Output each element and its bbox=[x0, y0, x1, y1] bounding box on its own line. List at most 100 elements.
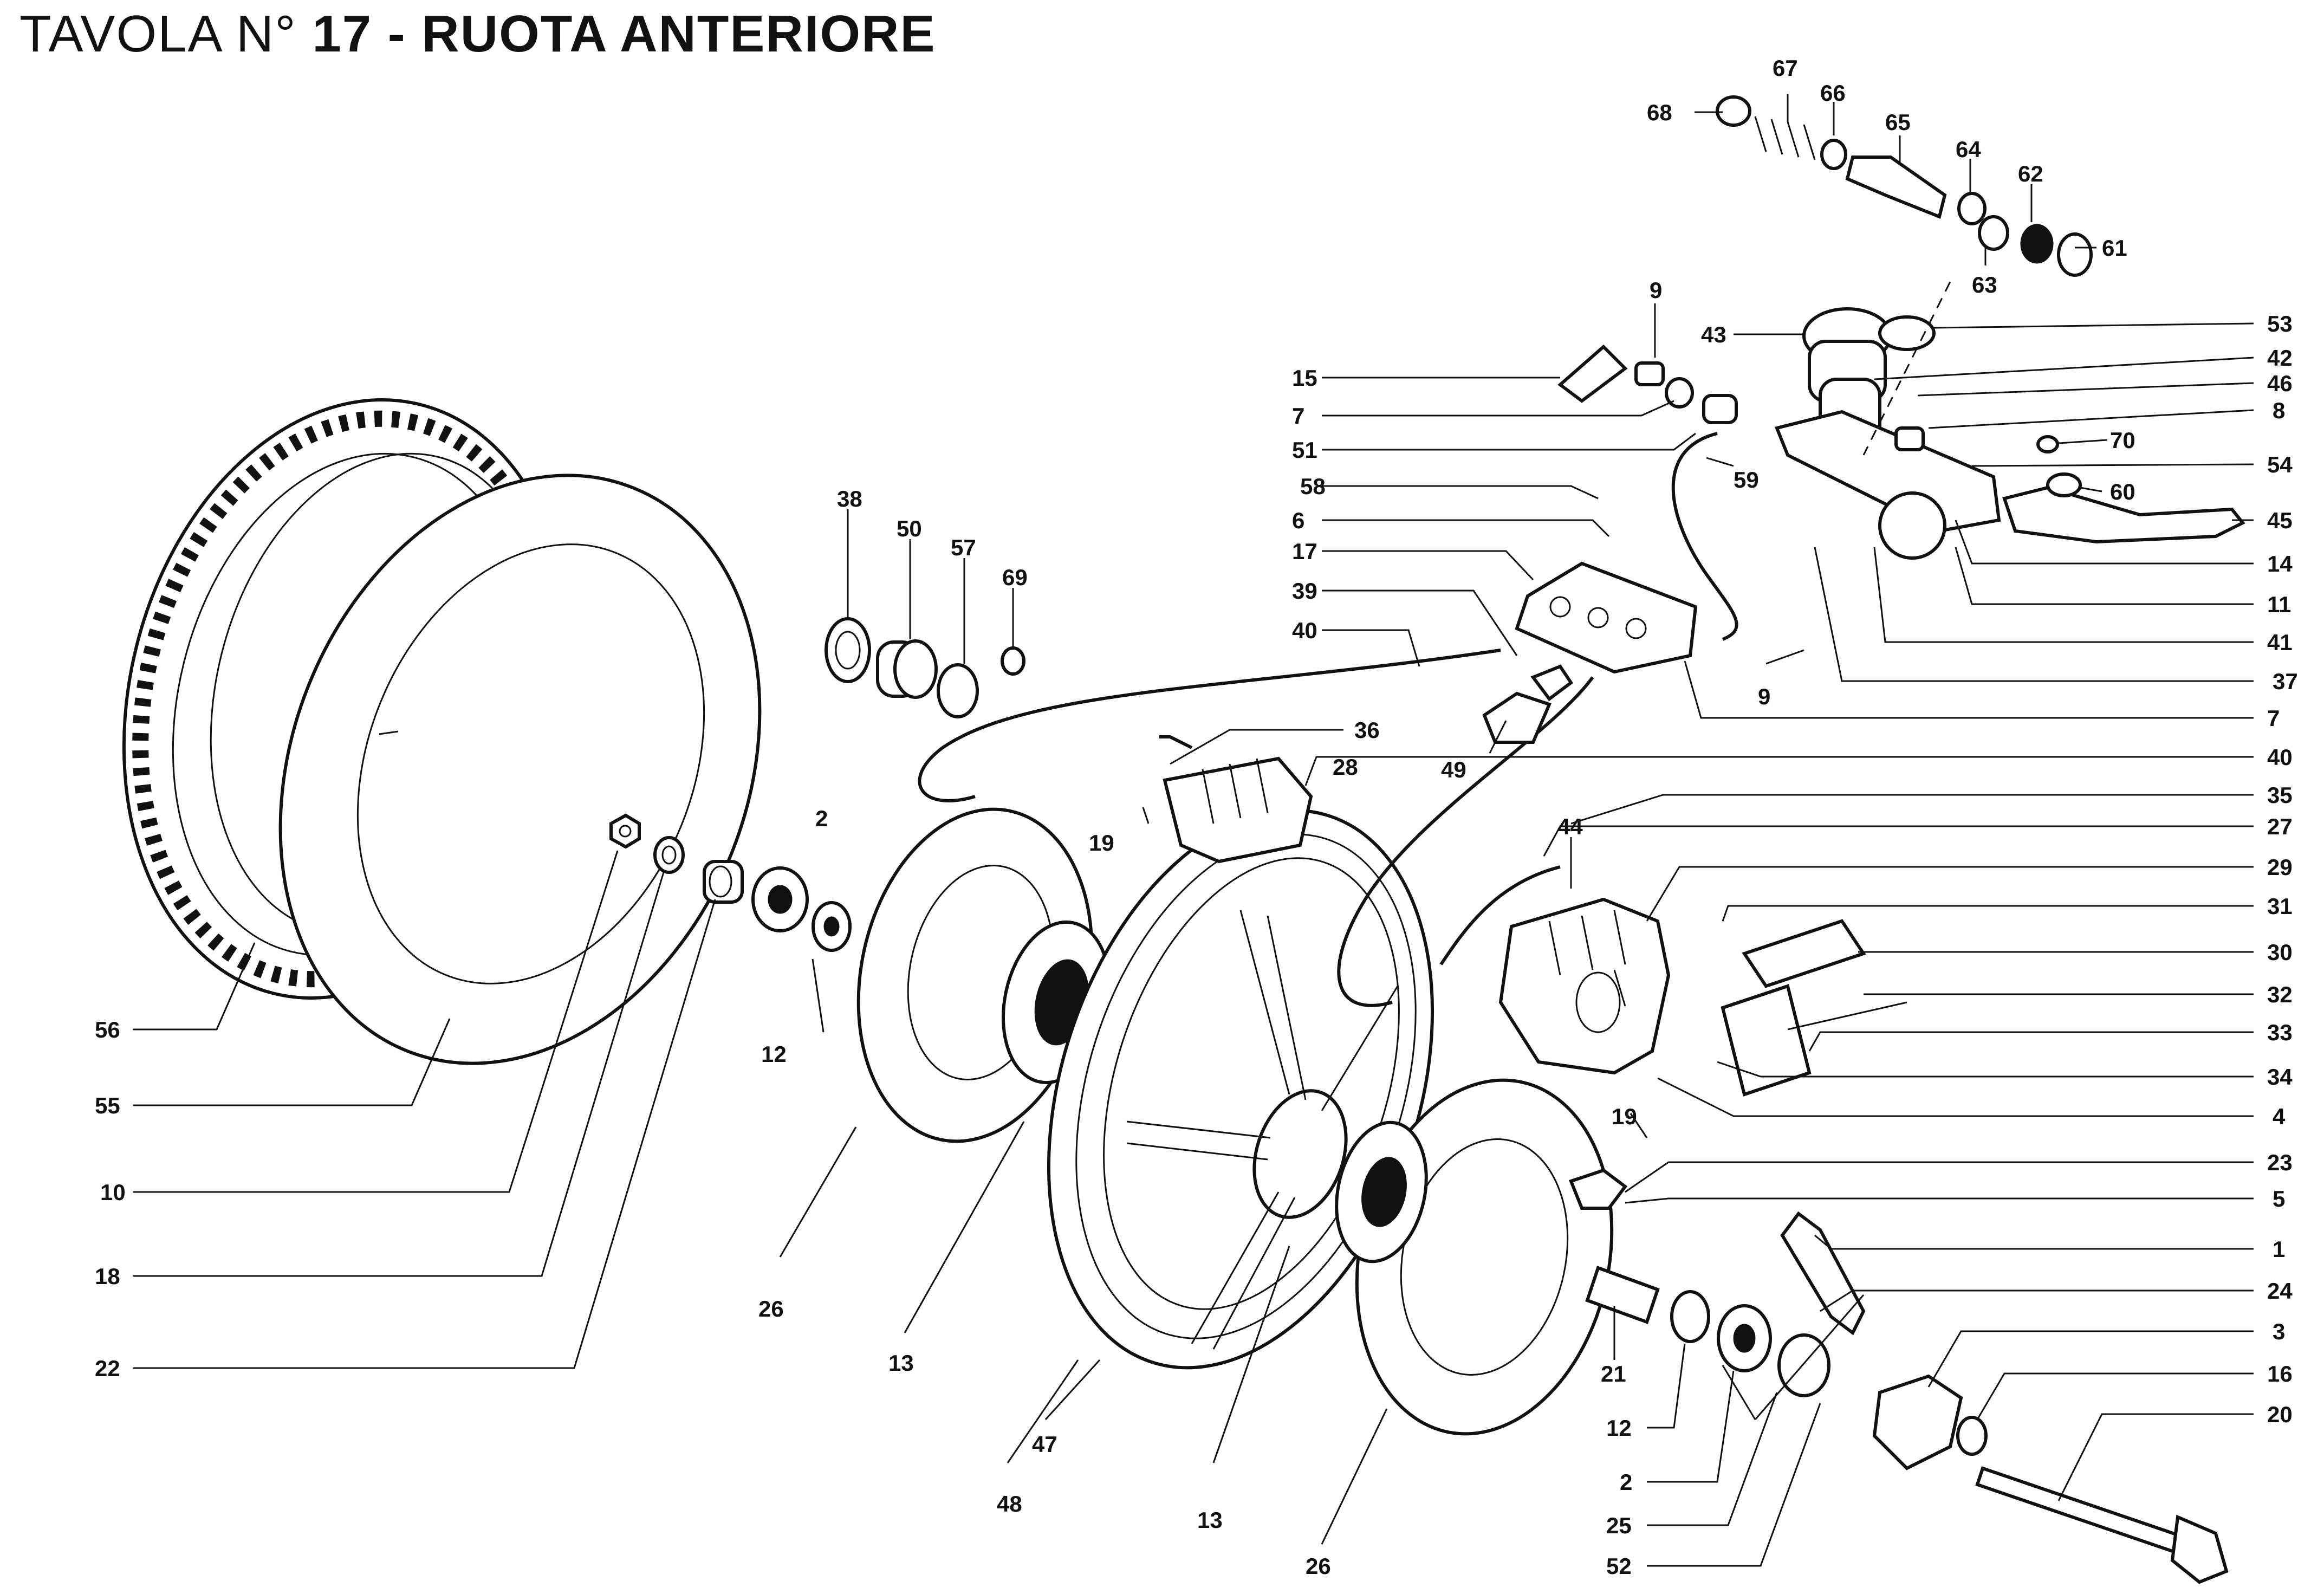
callout-43: 43 bbox=[1701, 322, 1726, 347]
callout-51: 15 bbox=[1292, 365, 1317, 391]
plate-name: RUOTA ANTERIORE bbox=[421, 5, 936, 63]
callout-labels: 68 67 66 65 64 62 63 61 9 43 53 42 46 8 … bbox=[95, 55, 2298, 1579]
plate-number: 17 bbox=[312, 5, 373, 63]
callout-15-left: 7 bbox=[1292, 403, 1304, 429]
callout-13-left: 13 bbox=[888, 1350, 914, 1376]
gasket-53 bbox=[1878, 315, 1936, 351]
callout-8: 8 bbox=[2273, 398, 2285, 423]
washer-18 bbox=[653, 836, 685, 874]
callout-16: 16 bbox=[2267, 1361, 2293, 1386]
spacer-21 bbox=[1585, 1266, 1660, 1324]
callout-2-right: 2 bbox=[1620, 1469, 1632, 1495]
callout-41: 41 bbox=[2267, 630, 2293, 655]
brake-caliper-27 bbox=[1498, 897, 1671, 1075]
callout-31: 31 bbox=[2267, 893, 2293, 919]
callout-32: 32 bbox=[2267, 982, 2293, 1007]
callout-69: 69 bbox=[1002, 565, 1028, 590]
callout-22: 22 bbox=[95, 1356, 120, 1381]
inner-tube-drawing bbox=[278, 474, 762, 1065]
wheel-spindle-20 bbox=[1975, 1466, 2229, 1584]
callout-24: 24 bbox=[2267, 1278, 2293, 1304]
title-separator: - bbox=[387, 5, 406, 63]
callout-19-left: 19 bbox=[1089, 830, 1114, 856]
callout-5: 5 bbox=[2273, 1186, 2285, 1211]
callout-48: 48 bbox=[997, 1491, 1022, 1517]
banjo-fitting-51 bbox=[1557, 344, 1738, 424]
callout-9-right: 9 bbox=[1758, 684, 1770, 709]
callout-25: 25 bbox=[1606, 1513, 1632, 1538]
callout-53: 53 bbox=[2267, 311, 2293, 336]
piston-assembly bbox=[1716, 95, 2093, 277]
callout-37-right: 40 bbox=[2267, 744, 2293, 770]
callout-40: 39 bbox=[1292, 578, 1317, 604]
spacer-12-right bbox=[1670, 1290, 1710, 1343]
bearing-50 bbox=[876, 639, 938, 699]
callout-46: 46 bbox=[2267, 371, 2293, 396]
spacer-12-left bbox=[812, 901, 852, 952]
callout-39: 17 bbox=[1292, 539, 1317, 564]
callout-17-top: 6 bbox=[1292, 508, 1304, 533]
callout-62: 62 bbox=[2018, 161, 2043, 186]
brake-pads-30 bbox=[1721, 919, 1907, 1097]
callout-68: 68 bbox=[1647, 100, 1672, 125]
axle-nut-10 bbox=[609, 813, 641, 849]
brake-disc-right bbox=[1335, 1078, 1614, 1436]
seal-38 bbox=[825, 617, 871, 683]
callout-55: 55 bbox=[95, 1093, 120, 1118]
callout-23: 23 bbox=[2267, 1150, 2293, 1175]
speedometer-drive bbox=[1780, 1211, 1866, 1336]
callout-54: 54 bbox=[2267, 452, 2293, 477]
callout-29: 29 bbox=[2267, 854, 2293, 880]
callout-65: 65 bbox=[1885, 109, 1911, 135]
callout-2-left: 2 bbox=[815, 806, 828, 831]
callout-42: 42 bbox=[2267, 345, 2293, 371]
callout-12-left: 12 bbox=[761, 1041, 787, 1067]
callout-61: 61 bbox=[2102, 235, 2127, 261]
callout-63: 63 bbox=[1972, 272, 1997, 297]
callout-15-right: 7 bbox=[2267, 705, 2280, 731]
o-ring-69 bbox=[1001, 646, 1025, 676]
callout-66: 66 bbox=[1820, 80, 1846, 106]
distributor-39 bbox=[1515, 561, 1698, 674]
callout-14: 14 bbox=[2267, 551, 2293, 576]
callout-64: 64 bbox=[1956, 137, 1981, 162]
callout-56: 56 bbox=[95, 1017, 120, 1042]
bearing-2-right bbox=[1717, 1304, 1772, 1372]
callout-26-center: 26 bbox=[1306, 1553, 1331, 1579]
callout-18: 18 bbox=[95, 1263, 120, 1289]
circlip-57 bbox=[937, 663, 979, 718]
callout-50: 50 bbox=[897, 516, 922, 541]
title-prefix: TAVOLA N° bbox=[20, 5, 297, 63]
callout-59: 51 bbox=[1292, 437, 1317, 463]
callout-67: 67 bbox=[1773, 55, 1798, 81]
callout-11: 11 bbox=[2267, 592, 2291, 617]
brake-pipes bbox=[918, 432, 1738, 1007]
callout-21: 21 bbox=[1601, 1361, 1626, 1386]
page-title: TAVOLA N° 17 - RUOTA ANTERIORE bbox=[20, 4, 936, 64]
callout-47: 47 bbox=[1032, 1431, 1057, 1457]
callout-27: 27 bbox=[2267, 814, 2293, 839]
callout-33: 33 bbox=[2267, 1020, 2293, 1045]
callout-37-left: 40 bbox=[1292, 618, 1317, 643]
callout-28: 28 bbox=[1333, 754, 1358, 780]
callout-44: 44 bbox=[1557, 814, 1583, 839]
speedometer-gearbox-3 bbox=[1872, 1374, 1963, 1470]
brake-light-switch-49 bbox=[1482, 664, 1574, 744]
callout-6: 58 bbox=[1300, 474, 1326, 499]
callout-58: 59 bbox=[1734, 467, 1759, 493]
wheel-drawing bbox=[1047, 808, 1434, 1370]
callout-26-left: 26 bbox=[758, 1296, 784, 1321]
brake-lever-45 bbox=[2002, 485, 2245, 544]
callout-38: 38 bbox=[837, 486, 862, 511]
master-cylinder-drawing bbox=[1774, 307, 2001, 560]
callout-9-top: 9 bbox=[1650, 277, 1662, 303]
brake-caliper-28 bbox=[1163, 756, 1313, 864]
callout-3: 3 bbox=[2273, 1319, 2285, 1344]
callout-19-right: 19 bbox=[1612, 1104, 1637, 1129]
callout-12-right: 12 bbox=[1606, 1415, 1632, 1441]
callout-36: 36 bbox=[1354, 717, 1380, 743]
callout-35: 35 bbox=[2267, 782, 2293, 808]
callout-52: 52 bbox=[1606, 1553, 1632, 1579]
callout-30: 30 bbox=[2267, 939, 2293, 965]
